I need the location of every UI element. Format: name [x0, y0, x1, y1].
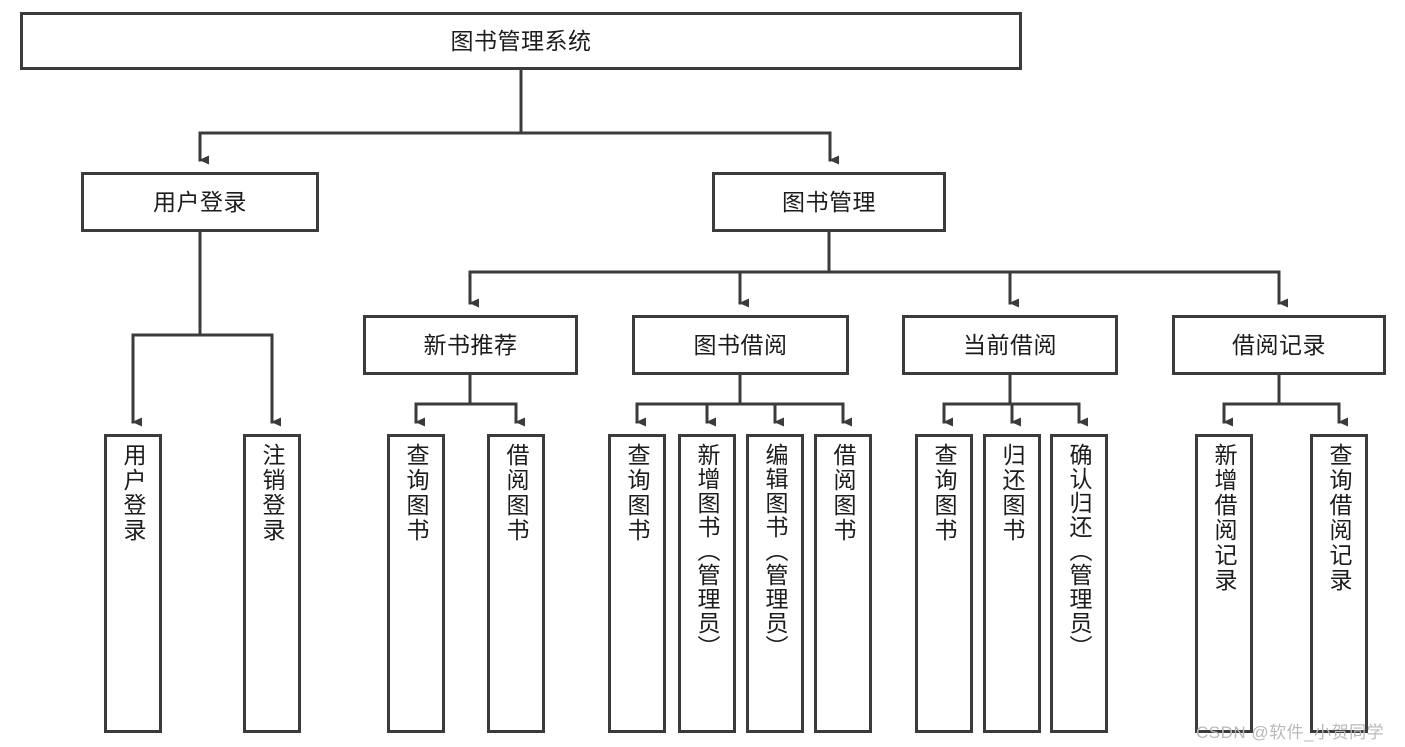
edge-book-mgmt-to-level3: [468, 230, 1288, 308]
node-book-management[interactable]: 图书管理: [712, 172, 946, 232]
leaf-node[interactable]: 新增图书（管理员）: [678, 434, 736, 733]
node-book-management-label: 图书管理: [782, 188, 876, 215]
node-current-borrow-label: 当前借阅: [963, 331, 1057, 358]
leaf-node[interactable]: 注销登录: [243, 434, 301, 733]
leaf-node[interactable]: 归还图书: [983, 434, 1041, 733]
csdn-watermark: CSDN @软件_小贺同学: [1196, 723, 1385, 742]
leaf-node-label: 注销登录: [259, 443, 286, 543]
node-root[interactable]: 图书管理系统: [20, 12, 1022, 70]
leaf-node[interactable]: 用户登录: [104, 434, 162, 733]
edge-root-to-level2: [198, 68, 839, 165]
node-borrow-record-label: 借阅记录: [1232, 331, 1326, 358]
leaf-node-label: 新增图书（管理员）: [694, 443, 721, 659]
node-root-label: 图书管理系统: [450, 27, 592, 54]
leaf-node[interactable]: 查询借阅记录: [1310, 434, 1368, 733]
leaf-node-label: 确认归还（管理员）: [1066, 443, 1093, 659]
edge-user-login-to-leaves: [131, 230, 281, 427]
node-new-book-recommend[interactable]: 新书推荐: [363, 315, 578, 375]
leaf-node-label: 查询图书: [624, 443, 651, 543]
node-user-login[interactable]: 用户登录: [81, 172, 319, 232]
edge-current-borrow-to-leaves: [942, 373, 1088, 427]
node-current-borrow[interactable]: 当前借阅: [902, 315, 1118, 375]
node-borrow-record[interactable]: 借阅记录: [1172, 315, 1386, 375]
node-book-borrow-label: 图书借阅: [693, 331, 788, 358]
leaf-node-label: 借阅图书: [503, 443, 530, 543]
leaf-node[interactable]: 查询图书: [915, 434, 973, 733]
leaf-node-label: 查询借阅记录: [1326, 443, 1353, 593]
edge-new-book-rec-to-leaves: [414, 373, 525, 427]
leaf-node-label: 用户登录: [120, 443, 147, 543]
leaf-node[interactable]: 查询图书: [608, 434, 666, 733]
leaf-node-label: 查询图书: [403, 443, 430, 543]
node-user-login-label: 用户登录: [153, 188, 247, 215]
edge-book-borrow-to-leaves: [635, 373, 852, 427]
leaf-node-label: 编辑图书（管理员）: [762, 443, 789, 659]
leaf-node[interactable]: 确认归还（管理员）: [1050, 434, 1108, 733]
edge-borrow-record-to-leaves: [1222, 373, 1348, 427]
leaf-node-label: 借阅图书: [830, 443, 857, 543]
leaf-node-label: 查询图书: [931, 443, 958, 543]
leaf-node[interactable]: 编辑图书（管理员）: [746, 434, 804, 733]
leaf-node[interactable]: 新增借阅记录: [1195, 434, 1253, 733]
leaf-node[interactable]: 借阅图书: [814, 434, 872, 733]
leaf-node-label: 归还图书: [999, 443, 1026, 543]
leaf-node[interactable]: 查询图书: [387, 434, 445, 733]
leaf-node[interactable]: 借阅图书: [487, 434, 545, 733]
node-book-borrow[interactable]: 图书借阅: [632, 315, 849, 375]
leaf-node-label: 新增借阅记录: [1211, 443, 1238, 593]
node-new-book-recommend-label: 新书推荐: [423, 331, 518, 358]
